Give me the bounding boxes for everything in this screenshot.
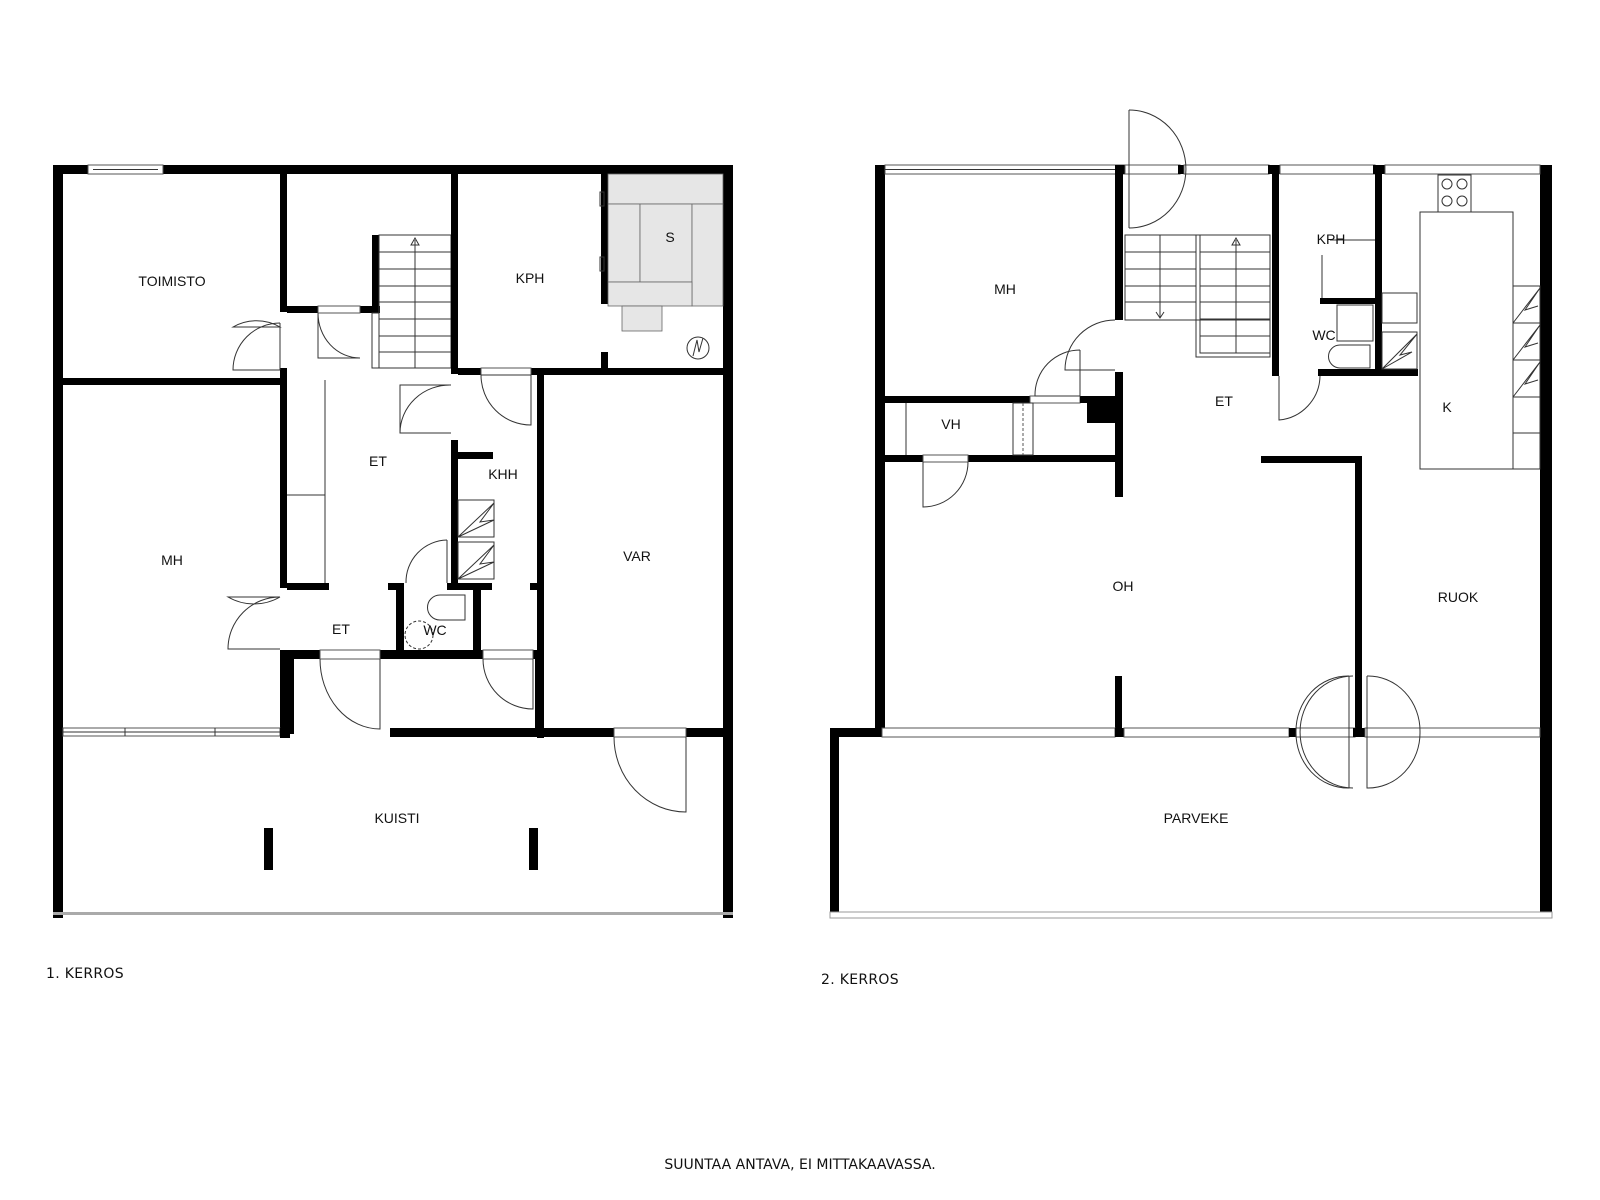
room-label-mh-floor1: MH: [161, 552, 183, 568]
floor-2-plan: [829, 109, 1553, 919]
disclaimer-note: SUUNTAA ANTAVA, EI MITTAKAAVASSA.: [664, 1157, 936, 1173]
room-label-wc-floor2: WC: [1312, 327, 1336, 343]
room-label-khh: KHH: [488, 466, 518, 482]
room-label-toimisto: TOIMISTO: [138, 273, 206, 289]
floor-label-1: 1. KERROS: [46, 966, 124, 982]
room-label-sauna: S: [665, 229, 675, 245]
room-label-et-floor2: ET: [1215, 393, 1233, 409]
room-label-kph-floor1: KPH: [515, 270, 545, 286]
room-label-var: VAR: [623, 548, 651, 564]
room-label-kitchen: K: [1442, 399, 1452, 415]
room-label-kuisti: KUISTI: [374, 810, 420, 826]
room-label-kph-floor2: KPH: [1316, 231, 1346, 247]
room-label-et-lower-floor1: ET: [332, 621, 350, 637]
room-label-oh: OH: [1112, 578, 1134, 594]
room-label-vh: VH: [941, 416, 961, 432]
floor-label-2: 2. KERROS: [821, 972, 899, 988]
floor-1-plan: [53, 164, 733, 918]
room-label-et-floor1: ET: [369, 453, 387, 469]
room-label-wc-floor1: WC: [423, 622, 447, 638]
room-label-mh-floor2: MH: [994, 281, 1016, 297]
room-label-parveke: PARVEKE: [1163, 810, 1229, 826]
room-label-ruok: RUOK: [1437, 589, 1479, 605]
